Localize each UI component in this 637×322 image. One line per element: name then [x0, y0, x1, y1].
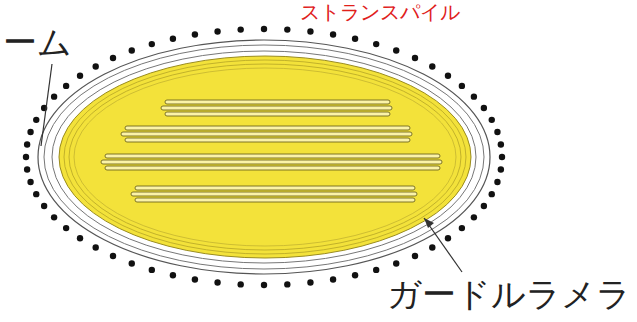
lamella — [135, 198, 415, 202]
lamella — [121, 132, 412, 136]
ribosome-dot — [27, 179, 33, 185]
ribosome-dot — [498, 166, 504, 172]
thylakoid-lamellae — [101, 100, 442, 202]
ribosome-dot — [445, 73, 451, 79]
part-label: ストランスパイル — [300, 1, 460, 23]
lamella — [125, 126, 410, 130]
ribosome-dot — [494, 179, 500, 185]
leader-line — [424, 218, 462, 272]
ribosome-dot — [214, 28, 220, 34]
girdle-lamella — [74, 68, 456, 246]
ribosome-dot — [41, 203, 47, 209]
membrane — [44, 45, 484, 269]
ribosome-dot — [23, 154, 29, 160]
ribosome-dot — [284, 281, 290, 287]
arrowhead — [424, 218, 434, 228]
ribosome-dot — [33, 191, 39, 197]
ribosome-dot — [261, 282, 267, 288]
ribosome-dot — [261, 26, 267, 32]
ribosome-dot — [393, 47, 399, 53]
part-label: ーム — [3, 24, 72, 61]
ribosome-dot — [471, 93, 477, 99]
ribosome-dot — [214, 279, 220, 285]
ribosome-dot — [459, 225, 465, 231]
lamella — [131, 192, 417, 196]
ribosome-dot — [27, 129, 33, 135]
lamella — [125, 138, 410, 142]
ribosome-dot — [149, 267, 155, 273]
ribosome-dot — [170, 272, 176, 278]
stroma — [59, 56, 471, 258]
membrane — [52, 51, 476, 263]
outer-membrane — [38, 40, 490, 274]
ribosome-dot — [93, 244, 99, 250]
leader-line — [41, 64, 52, 146]
ribosome-dots — [23, 26, 505, 288]
ribosome-dot — [307, 279, 313, 285]
ribosome-dot — [149, 41, 155, 47]
ribosome-dot — [481, 203, 487, 209]
ribosome-dot — [63, 83, 69, 89]
ribosome-dot — [494, 129, 500, 135]
lamella — [165, 100, 390, 104]
ribosome-dot — [352, 272, 358, 278]
ribosome-dot — [77, 235, 83, 241]
ribosome-dot — [330, 276, 336, 282]
ribosome-dot — [498, 141, 504, 147]
ribosome-dot — [352, 36, 358, 42]
lamella — [135, 186, 415, 190]
ribosome-dot — [237, 281, 243, 287]
ribosome-dot — [192, 276, 198, 282]
ribosome-dot — [429, 244, 435, 250]
ribosome-dot — [459, 83, 465, 89]
ribosome-dot — [412, 55, 418, 61]
ribosome-dot — [93, 63, 99, 69]
lamella — [105, 166, 440, 170]
ribosome-dot — [481, 105, 487, 111]
ribosome-dot — [499, 154, 505, 160]
ribosome-dot — [471, 214, 477, 220]
lamella — [165, 112, 390, 116]
girdle-lamella — [64, 60, 466, 254]
ribosome-dot — [192, 31, 198, 37]
ribosome-dot — [129, 47, 135, 53]
ribosome-dot — [77, 73, 83, 79]
ribosome-dot — [284, 26, 290, 32]
part-label: ガードルラメラ — [387, 276, 631, 313]
ribosome-dot — [373, 267, 379, 273]
ribosome-dot — [110, 55, 116, 61]
ribosome-dot — [33, 117, 39, 123]
ribosome-dot — [445, 235, 451, 241]
ribosome-dot — [170, 36, 176, 42]
ribosome-dot — [237, 26, 243, 32]
ribosome-dot — [51, 214, 57, 220]
ribosome-dot — [307, 28, 313, 34]
ribosome-dot — [51, 93, 57, 99]
ribosome-dot — [489, 117, 495, 123]
ribosome-dot — [412, 253, 418, 259]
ribosome-dot — [393, 260, 399, 266]
ribosome-dot — [110, 253, 116, 259]
ribosome-dot — [330, 31, 336, 37]
girdle-lamella — [69, 64, 461, 250]
ribosome-dot — [63, 225, 69, 231]
ribosome-dot — [129, 260, 135, 266]
lamella — [101, 160, 442, 164]
ribosome-dot — [373, 41, 379, 47]
lamella — [161, 106, 392, 110]
ribosome-dot — [429, 63, 435, 69]
ribosome-dot — [24, 166, 30, 172]
ribosome-dot — [24, 141, 30, 147]
lamella — [105, 154, 440, 158]
ribosome-dot — [489, 191, 495, 197]
